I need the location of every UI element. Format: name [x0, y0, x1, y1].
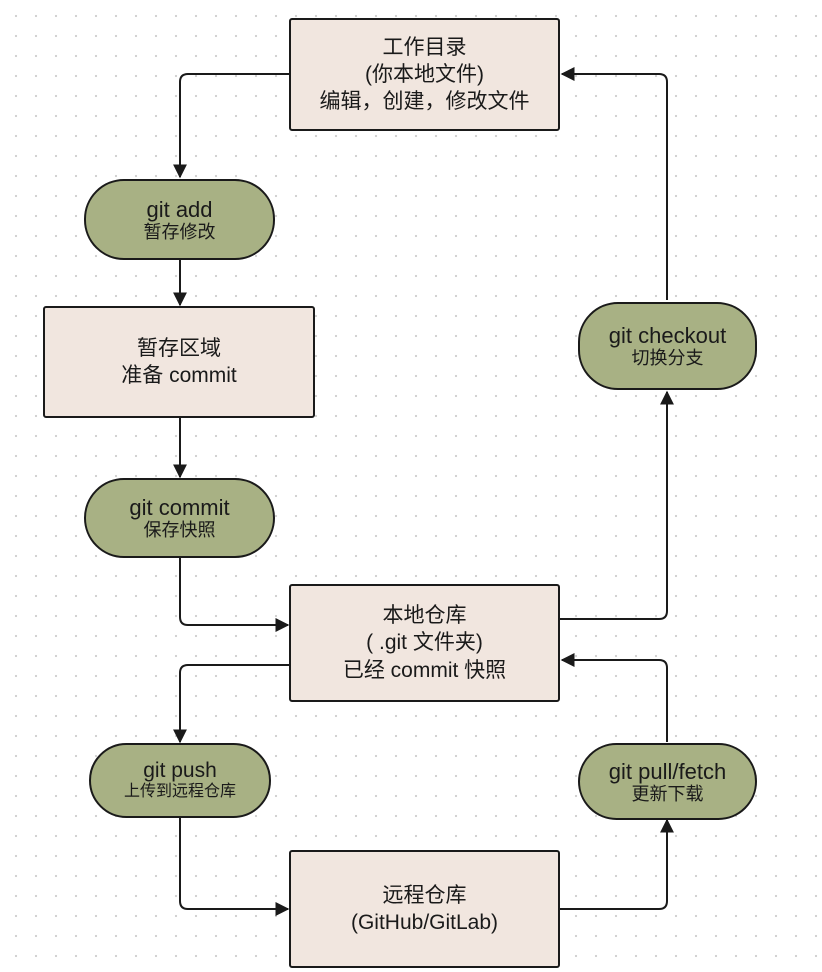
git-push-command: git push	[143, 759, 217, 783]
working-directory-desc: 编辑，创建，修改文件	[319, 90, 530, 114]
edge-working-to-add	[173, 73, 290, 179]
remote-repository-title: 远程仓库	[382, 883, 467, 907]
staging-area-node: 暂存区域 准备 commit	[43, 306, 315, 418]
edge-local-to-checkout	[560, 390, 674, 620]
working-directory-title: 工作目录	[382, 35, 467, 59]
local-repository-node: 本地仓库 ( .git 文件夹) 已经 commit 快照	[289, 584, 560, 702]
git-checkout-desc: 切换分支	[631, 348, 704, 369]
edge-commit-to-local	[179, 558, 290, 632]
git-add-command: git add	[146, 196, 213, 222]
edge-push-to-remote	[179, 818, 290, 916]
working-directory-node: 工作目录 (你本地文件) 编辑，创建，修改文件	[289, 18, 560, 131]
remote-repository-node: 远程仓库 (GitHub/GitLab)	[289, 850, 560, 968]
edge-local-to-push	[173, 664, 290, 744]
git-pull-fetch-desc: 更新下载	[631, 783, 704, 804]
git-push-node: git push 上传到远程仓库	[89, 743, 271, 818]
git-checkout-node: git checkout 切换分支	[578, 302, 757, 390]
git-commit-desc: 保存快照	[143, 520, 216, 541]
local-repository-subtitle: ( .git 文件夹)	[366, 631, 483, 655]
git-pull-fetch-command: git pull/fetch	[608, 758, 727, 784]
git-add-desc: 暂存修改	[143, 221, 216, 242]
staging-area-desc: 准备 commit	[121, 364, 237, 387]
edge-pull-to-local	[560, 653, 668, 742]
git-add-node: git add 暂存修改	[84, 179, 275, 260]
working-directory-subtitle: (你本地文件)	[365, 62, 484, 86]
git-push-desc: 上传到远程仓库	[123, 783, 236, 801]
git-pull-fetch-node: git pull/fetch 更新下载	[578, 743, 757, 820]
git-commit-node: git commit 保存快照	[84, 478, 275, 558]
git-commit-command: git commit	[129, 495, 230, 520]
git-checkout-command: git checkout	[608, 323, 727, 348]
local-repository-title: 本地仓库	[382, 604, 467, 628]
remote-repository-subtitle: (GitHub/GitLab)	[350, 911, 499, 934]
staging-area-title: 暂存区域	[137, 336, 221, 360]
edge-remote-to-pull	[560, 818, 674, 910]
edge-checkout-to-working	[560, 67, 668, 300]
local-repository-desc: 已经 commit 快照	[342, 658, 507, 682]
